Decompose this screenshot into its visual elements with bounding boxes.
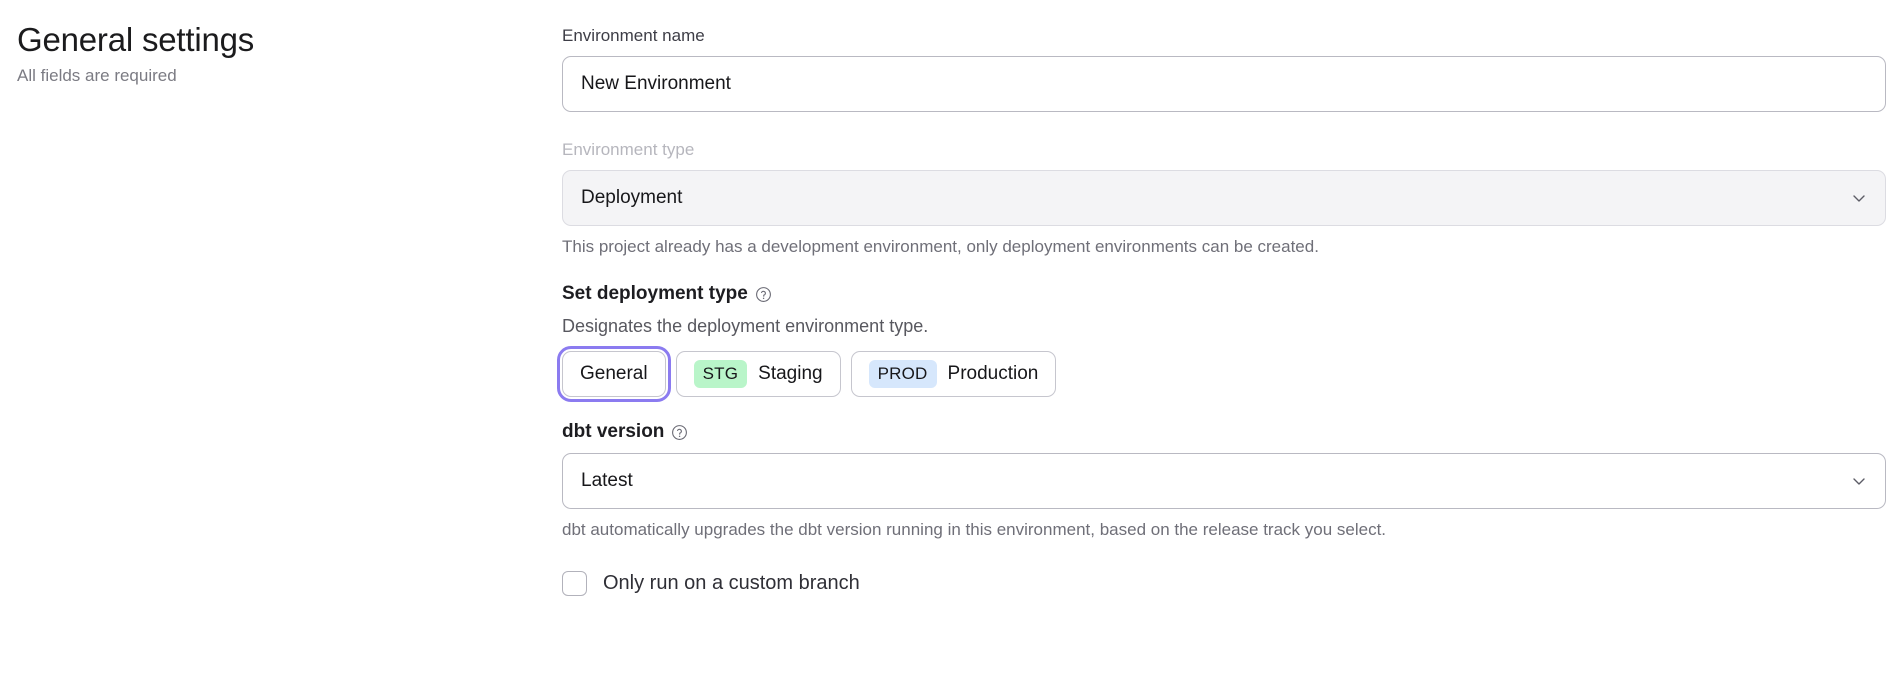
deployment-type-option-staging-label: Staging <box>758 363 823 384</box>
spacer <box>562 397 1886 419</box>
environment-name-label: Environment name <box>562 26 705 45</box>
environment-type-helper-text: This project already has a development e… <box>562 237 1319 256</box>
deployment-type-option-production[interactable]: PROD Production <box>850 351 1057 397</box>
dbt-version-helper-text: dbt automatically upgrades the dbt versi… <box>562 520 1387 539</box>
environment-name-input[interactable]: New Environment <box>562 56 1886 112</box>
environment-type-value: Deployment <box>581 187 683 208</box>
deployment-type-options: General STG Staging PROD Production <box>557 346 1886 402</box>
spacer <box>562 259 1886 281</box>
deployment-type-option-general-label: General <box>580 363 648 384</box>
custom-branch-label: Only run on a custom branch <box>603 572 860 594</box>
deployment-type-heading: Set deployment type <box>562 281 1886 307</box>
left-panel: General settings All fields are required <box>17 18 517 88</box>
deployment-type-option-general[interactable]: General <box>557 346 671 402</box>
custom-branch-row[interactable]: Only run on a custom branch <box>562 570 1886 597</box>
spacer <box>562 112 1886 138</box>
environment-type-field: Environment type Deployment This project… <box>562 138 1886 259</box>
deployment-type-option-production-label: Production <box>947 363 1039 384</box>
page-subtitle: All fields are required <box>17 66 177 85</box>
staging-badge: STG <box>693 360 748 388</box>
environment-type-label: Environment type <box>562 140 695 159</box>
deployment-type-field: Set deployment type Designates the deplo… <box>557 281 1886 402</box>
page-title: General settings <box>17 21 255 58</box>
settings-form: Environment name New Environment Environ… <box>557 24 1886 597</box>
custom-branch-checkbox[interactable] <box>562 571 587 596</box>
question-circle-icon[interactable] <box>755 286 772 303</box>
chevron-down-icon <box>1851 473 1867 489</box>
chevron-down-icon <box>1851 190 1867 206</box>
dbt-version-select[interactable]: Latest <box>562 453 1886 509</box>
dbt-version-label: dbt version <box>562 421 665 442</box>
dbt-version-heading: dbt version <box>562 419 1886 445</box>
question-circle-icon[interactable] <box>671 424 688 441</box>
deployment-type-heading-label: Set deployment type <box>562 283 748 304</box>
production-badge: PROD <box>868 360 937 388</box>
environment-name-field: Environment name New Environment <box>562 24 1886 112</box>
environment-type-select[interactable]: Deployment <box>562 170 1886 226</box>
deployment-type-description: Designates the deployment environment ty… <box>562 316 929 336</box>
dbt-version-value: Latest <box>581 470 633 491</box>
dbt-version-field: dbt version Latest dbt automati <box>562 419 1886 542</box>
deployment-type-option-staging[interactable]: STG Staging <box>675 351 841 397</box>
environment-name-value: New Environment <box>581 73 731 94</box>
